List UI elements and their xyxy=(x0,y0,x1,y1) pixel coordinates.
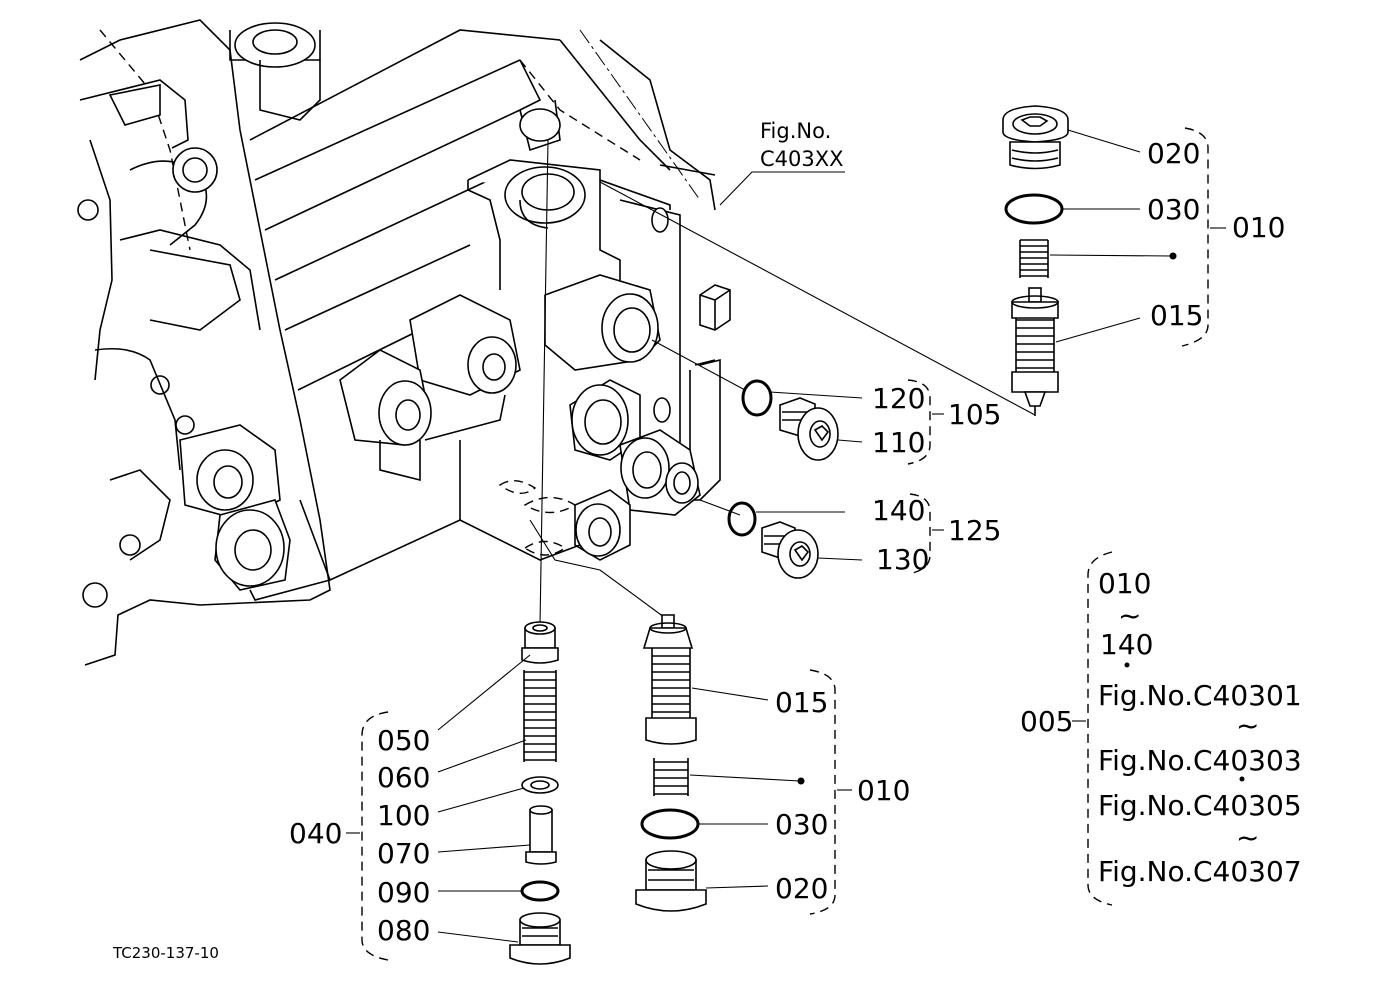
housing-boss xyxy=(179,424,291,591)
fig-ref-line1: Fig.No. xyxy=(760,119,831,143)
callout-080: 080 xyxy=(377,914,430,947)
callout-040: 040 xyxy=(289,817,342,850)
callout-060: 060 xyxy=(377,761,430,794)
callout-125: 125 xyxy=(948,514,1001,547)
valve-assembly-010-bottom: 015 010 030 020 xyxy=(635,614,910,915)
callout-140: 140 xyxy=(872,494,925,527)
valve-assembly-040: 050 060 040 100 070 090 080 xyxy=(289,621,571,965)
callout-020-bottom: 020 xyxy=(775,872,828,905)
legend-fig-c40305: Fig.No.C40305 xyxy=(1098,789,1302,822)
callout-020-top: 020 xyxy=(1147,137,1200,170)
callout-015-top: 015 xyxy=(1150,299,1203,332)
valve-assembly-010-top: 020 030 010 015 xyxy=(1002,105,1285,416)
fig-ref-line2: C403XX xyxy=(760,147,844,171)
callout-050: 050 xyxy=(377,724,430,757)
callout-130: 130 xyxy=(876,543,929,576)
legend-range-to: 140 xyxy=(1100,628,1153,661)
center-lines xyxy=(529,139,1036,626)
plug-assembly-105: 120 105 110 xyxy=(741,379,1001,465)
plug-assembly-125: 140 125 130 xyxy=(727,493,1001,579)
callout-120: 120 xyxy=(872,382,925,415)
callout-070: 070 xyxy=(377,837,430,870)
legend-fig-c40301: Fig.No.C40301 xyxy=(1098,679,1302,712)
callout-110: 110 xyxy=(872,426,925,459)
legend-tilde-2: ~ xyxy=(1236,709,1259,742)
fig-reference: Fig.No. C403XX xyxy=(719,119,845,206)
callout-015-bottom: 015 xyxy=(775,686,828,719)
legend-fig-c40307: Fig.No.C40307 xyxy=(1098,855,1302,888)
callout-105: 105 xyxy=(948,398,1001,431)
callout-030-top: 030 xyxy=(1147,193,1200,226)
drawing-code: TC230-137-10 xyxy=(112,944,219,962)
legend-fig-c40303: Fig.No.C40303 xyxy=(1098,744,1302,777)
callout-005: 005 xyxy=(1020,705,1073,738)
callout-010-top: 010 xyxy=(1232,211,1285,244)
valve-block xyxy=(249,159,731,601)
callout-010-bottom: 010 xyxy=(857,774,910,807)
legend-tilde-1: ~ xyxy=(1118,599,1141,632)
assembly-legend-005: 005 010 ~ 140 Fig.No.C40301 ~ Fig.No.C40… xyxy=(1020,551,1302,906)
legend-range-from: 010 xyxy=(1098,567,1151,600)
callout-090: 090 xyxy=(377,876,430,909)
callout-030-bottom: 030 xyxy=(775,808,828,841)
legend-tilde-3: ~ xyxy=(1236,821,1259,854)
transmission-housing xyxy=(77,19,716,666)
callout-100: 100 xyxy=(377,799,430,832)
